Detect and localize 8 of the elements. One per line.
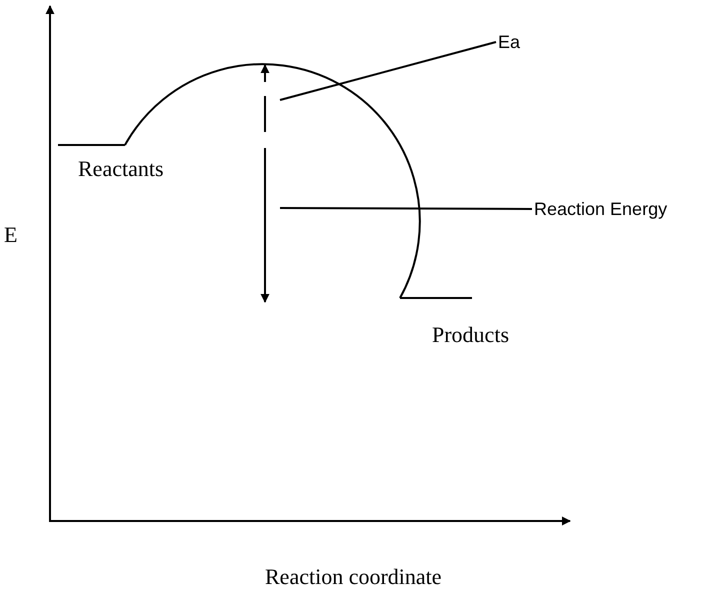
state-label: Reactants xyxy=(78,158,164,180)
axis-label: Reaction coordinate xyxy=(265,566,442,588)
leader-line xyxy=(280,207,532,210)
axis-label: E xyxy=(4,224,18,246)
callout-label: Ea xyxy=(498,33,520,51)
state-label: Products xyxy=(432,324,509,346)
leader-line xyxy=(280,41,496,101)
callout-label: Reaction Energy xyxy=(534,200,668,218)
